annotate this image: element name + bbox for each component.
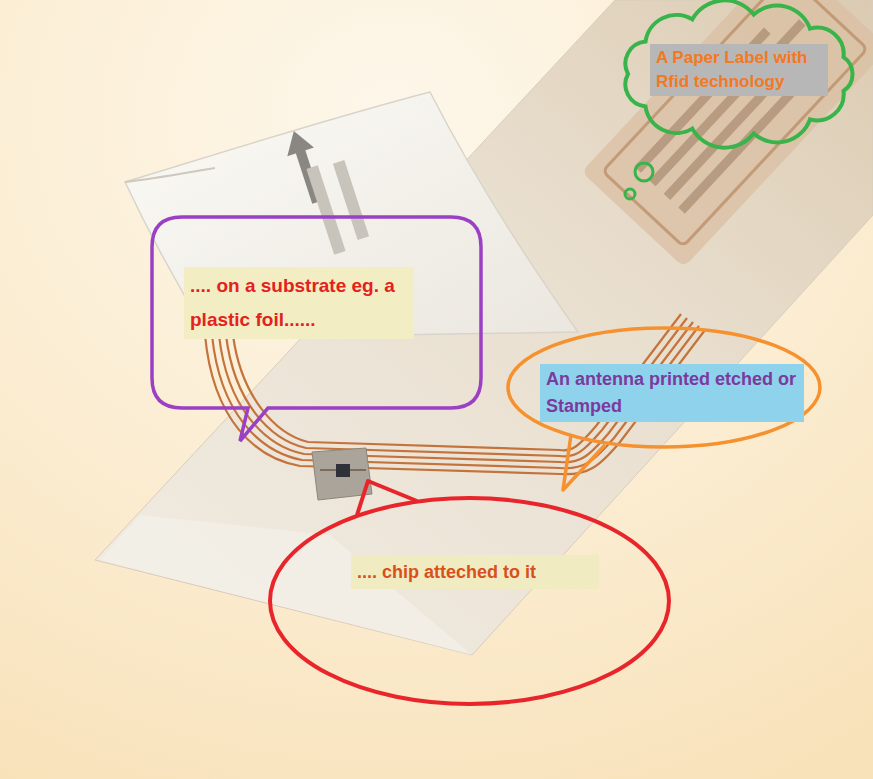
callout-tail (357, 481, 417, 515)
sheet-curl (125, 168, 215, 182)
ellipse-callout: .... chip atteched to it (267, 495, 672, 707)
ellipse-callout: An antenna printed etched or Stamped (505, 325, 823, 450)
ellipse-outline (508, 328, 820, 447)
callout-text: .... on a substrate eg. a plastic foil..… (184, 267, 414, 339)
callout-text: .... chip atteched to it (351, 555, 599, 589)
bubble-outline (152, 217, 481, 441)
peeled-paper-sheet (125, 92, 578, 338)
cloud-outline (625, 0, 852, 147)
callout-text: A Paper Label with Rfid technology (650, 44, 828, 96)
label-strip (95, 0, 873, 655)
thought-cloud: A Paper Label with Rfid technology (618, 4, 858, 152)
ellipse-outline (270, 498, 669, 704)
cloud-tail (625, 189, 635, 199)
printed-marks (306, 160, 369, 255)
speech-bubble: .... on a substrate eg. a plastic foil..… (150, 215, 483, 410)
ellipse-callout-outline (267, 495, 672, 707)
cloud-tail (635, 163, 653, 181)
printed-label-area (582, 0, 873, 267)
callout-tail (563, 435, 605, 490)
callout-text: An antenna printed etched or Stamped (540, 364, 804, 422)
